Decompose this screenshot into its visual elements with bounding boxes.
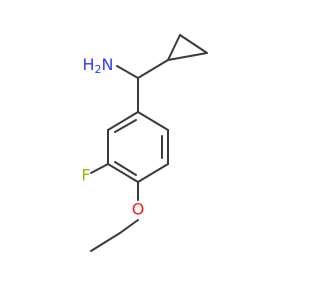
- ring-bond-1: [137, 111, 169, 131]
- ring-double-3: [114, 119, 137, 133]
- ring-double-2: [114, 161, 137, 176]
- bond-c-amine: [116, 65, 139, 79]
- molecule-structure: H2N F O: [81, 34, 208, 252]
- bond-cp-3: [167, 52, 208, 61]
- molecule-canvas: H2N F O: [81, 34, 208, 252]
- bond-c-cyclopropyl: [137, 59, 169, 79]
- bond-oxygen-ch2: [119, 219, 139, 234]
- ring-bond-4: [107, 163, 139, 183]
- ring-bond-6: [107, 111, 139, 131]
- fluorine-label: F: [81, 166, 90, 185]
- bonds: [90, 34, 208, 252]
- bond-cp-1: [167, 34, 181, 61]
- amine-label: H2N: [83, 55, 114, 77]
- bond-cp-2: [179, 34, 208, 54]
- atom-labels: H2N F O: [81, 55, 144, 219]
- bond-ethyl: [90, 232, 121, 252]
- oxygen-label: O: [132, 200, 145, 219]
- bond-ring-fluorine: [90, 163, 109, 174]
- ring-bond-3: [137, 163, 169, 183]
